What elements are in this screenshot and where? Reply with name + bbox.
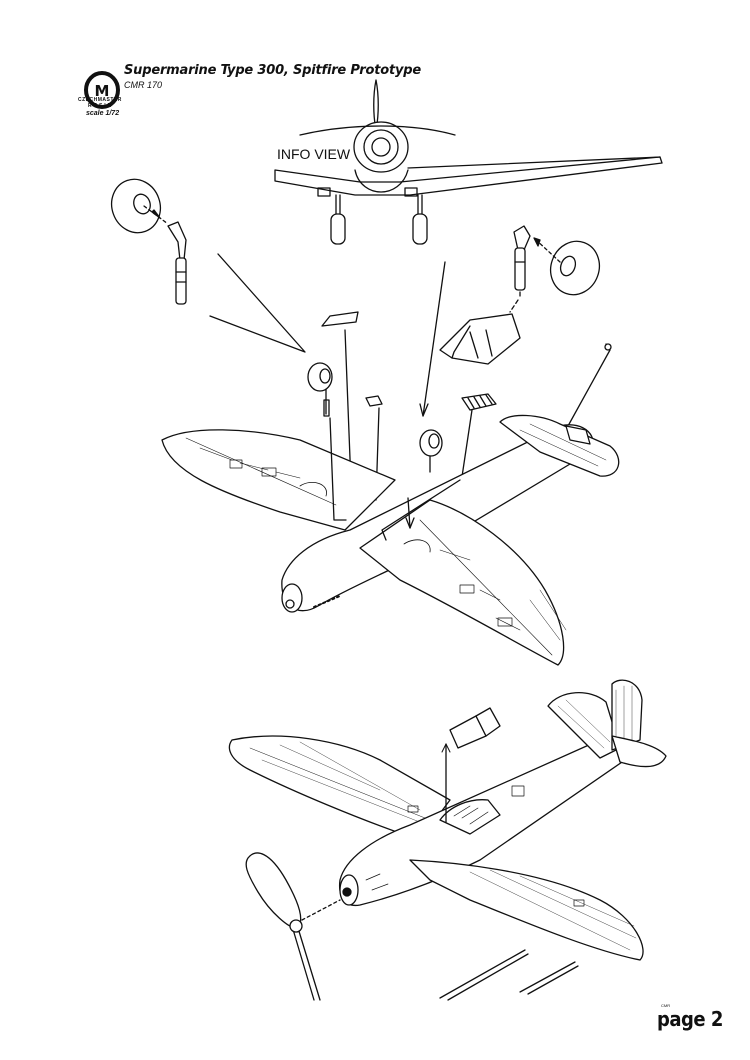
aerial-mast-part xyxy=(567,343,612,427)
info-view-label: INFO VIEW xyxy=(276,146,352,162)
kit-code: CMR 170 xyxy=(124,80,163,90)
page-title: Supermarine Type 300, Spitfire Prototype xyxy=(124,63,422,78)
underside-view-aircraft xyxy=(161,414,620,666)
small-panel-part xyxy=(365,395,383,501)
page-prefix: CMR xyxy=(661,1003,671,1008)
right-leg-part xyxy=(509,225,531,313)
brand-name: CZECHMASTER xyxy=(78,97,122,103)
brand-subname: RESIN xyxy=(88,103,114,109)
right-wheel-part xyxy=(533,237,601,296)
page-number: page 2 xyxy=(657,1007,723,1032)
tail-wheel-part-2 xyxy=(419,429,443,473)
left-wheel-part xyxy=(110,178,169,234)
tail-wheel-part xyxy=(307,362,333,417)
left-leg-part xyxy=(167,221,187,305)
front-view-aircraft xyxy=(274,79,663,245)
cmr-logo-icon: M xyxy=(84,71,120,109)
scale-label: scale 1/72 xyxy=(86,110,120,117)
topside-view-aircraft xyxy=(228,679,667,1001)
radiator-housing-part xyxy=(439,313,521,365)
svg-text:M: M xyxy=(95,82,110,100)
